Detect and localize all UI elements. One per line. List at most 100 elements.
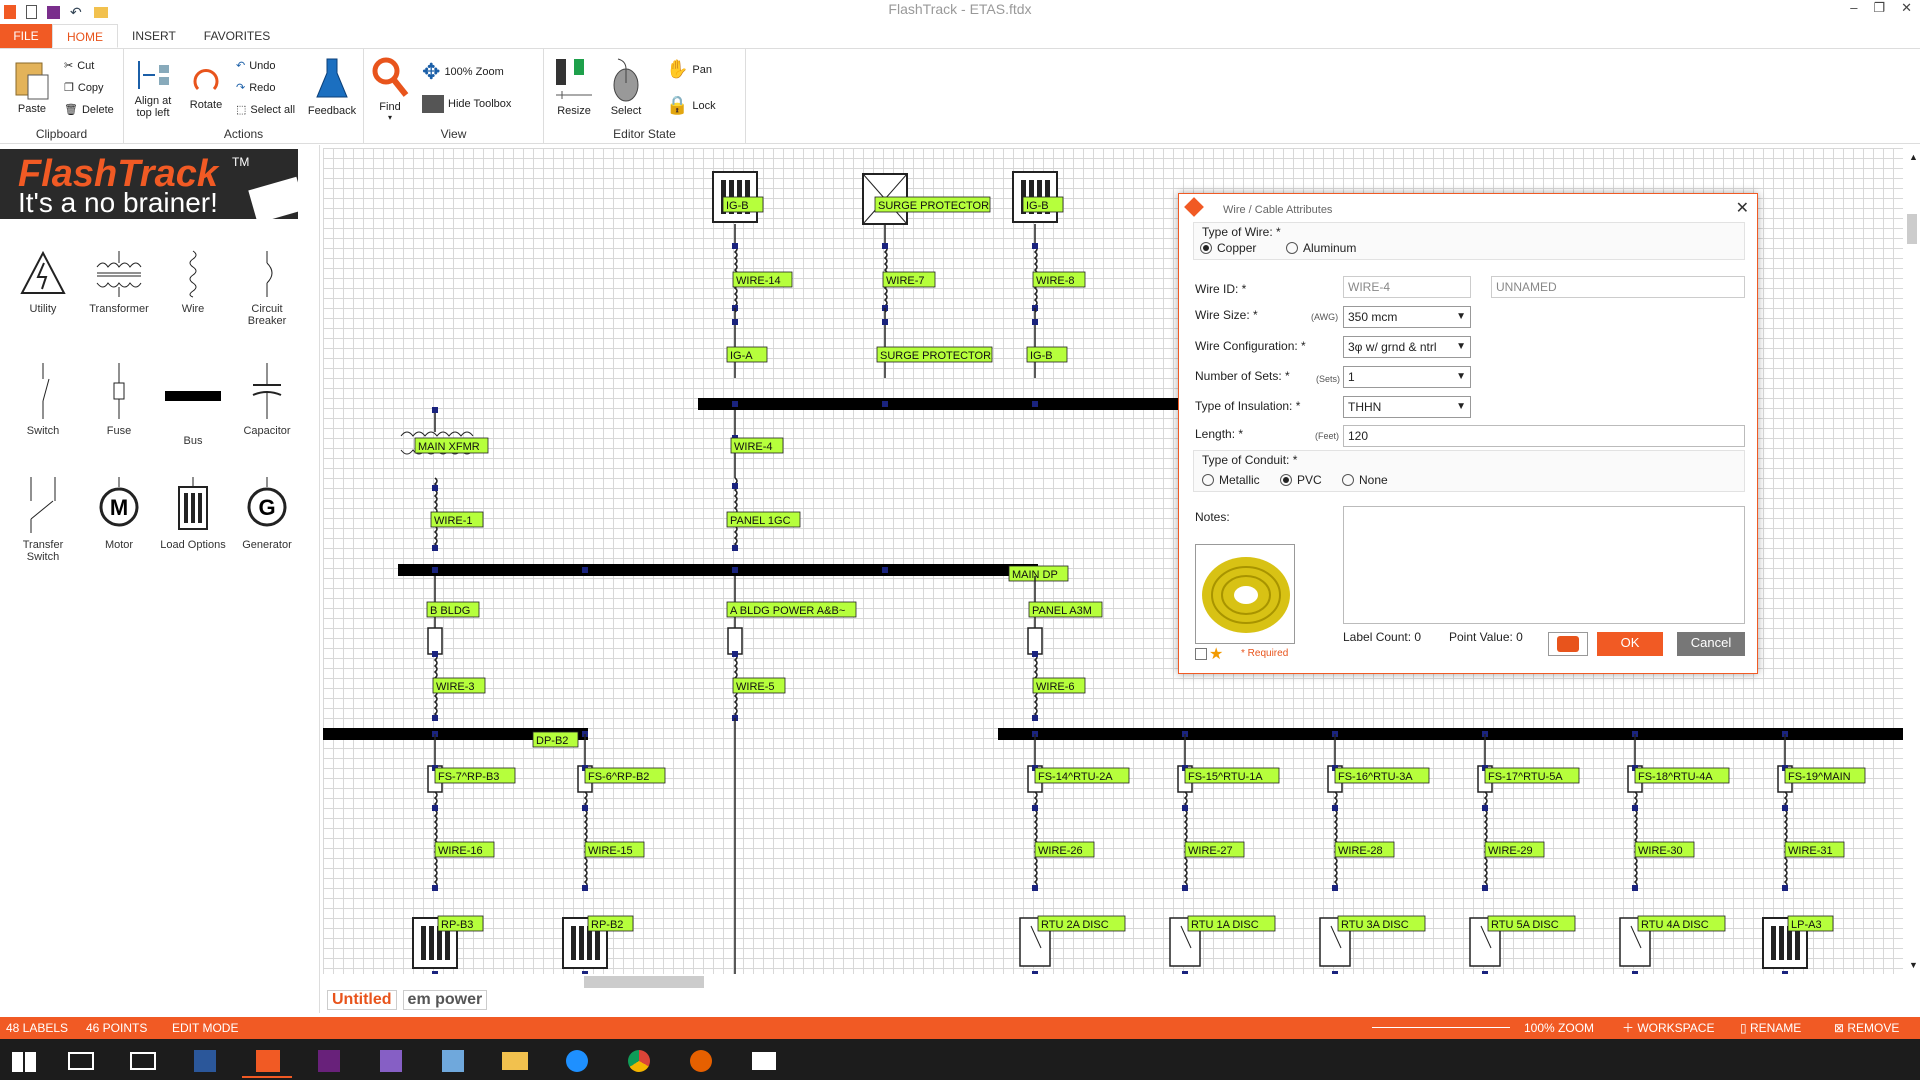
node-point[interactable] — [1032, 319, 1038, 325]
label-text[interactable]: FS-6^RP-B2 — [588, 771, 649, 783]
sets-select[interactable]: 1▼ — [1343, 366, 1471, 388]
label-text[interactable]: IG-B — [1030, 350, 1053, 362]
node-point[interactable] — [582, 971, 588, 974]
wire-name-field[interactable]: UNNAMED — [1491, 276, 1745, 298]
label-box[interactable] — [874, 196, 991, 213]
label-box[interactable] — [1787, 915, 1834, 932]
panel-bar[interactable] — [1771, 926, 1776, 960]
none-radio[interactable]: None — [1342, 473, 1388, 487]
node-point[interactable] — [1482, 971, 1488, 974]
label-text[interactable]: WIRE-15 — [588, 845, 633, 857]
lock-button[interactable]: 🔒Lock — [666, 95, 716, 115]
node-point[interactable] — [432, 567, 438, 573]
rename-button[interactable]: ▯ RENAME — [1740, 1021, 1802, 1035]
ok-button[interactable]: OK — [1597, 632, 1663, 656]
label-box[interactable] — [1484, 767, 1580, 784]
label-box[interactable] — [434, 767, 516, 784]
node-point[interactable] — [432, 885, 438, 891]
label-box[interactable] — [1634, 767, 1730, 784]
label-box[interactable] — [726, 511, 801, 528]
label-box[interactable] — [426, 601, 480, 618]
select-all-button[interactable]: ⬚Select all — [236, 103, 296, 117]
label-text[interactable]: MAIN DP — [1012, 569, 1058, 581]
label-text[interactable]: WIRE-28 — [1338, 845, 1383, 857]
label-box[interactable] — [1334, 767, 1430, 784]
folder-icon[interactable] — [94, 6, 108, 18]
node-point[interactable] — [732, 567, 738, 573]
label-text[interactable]: WIRE-31 — [1788, 845, 1833, 857]
label-box[interactable] — [732, 271, 793, 288]
panel-bar[interactable] — [421, 926, 426, 960]
panel-bar[interactable] — [445, 926, 450, 960]
label-text[interactable]: FS-18^RTU-4A — [1638, 771, 1713, 783]
node-point[interactable] — [882, 567, 888, 573]
bus-bar[interactable] — [998, 728, 1903, 740]
close-window-icon[interactable]: ✕ — [1901, 0, 1912, 15]
label-text[interactable]: MAIN XFMR — [418, 441, 480, 453]
node-point[interactable] — [1632, 885, 1638, 891]
tool-wire[interactable]: Wire — [158, 249, 228, 315]
label-box[interactable] — [1784, 841, 1845, 858]
panel-bar[interactable] — [579, 926, 584, 960]
close-icon[interactable]: ✕ — [1735, 200, 1749, 217]
node-point[interactable] — [1782, 971, 1788, 974]
aluminum-radio[interactable]: Aluminum — [1286, 241, 1356, 255]
label-box[interactable] — [532, 731, 579, 748]
disconnect-blade[interactable] — [1480, 925, 1492, 949]
copper-radio[interactable]: Copper — [1200, 241, 1256, 255]
minimize-icon[interactable]: – — [1850, 0, 1858, 15]
select-mode-button[interactable]: Select — [604, 55, 648, 117]
node-point[interactable] — [1032, 243, 1038, 249]
node-point[interactable] — [1182, 885, 1188, 891]
node-point[interactable] — [882, 401, 888, 407]
label-box[interactable] — [732, 677, 786, 694]
label-box[interactable] — [414, 437, 489, 454]
tool-bus[interactable]: Bus — [158, 361, 228, 447]
label-box[interactable] — [1026, 346, 1068, 363]
label-box[interactable] — [432, 677, 486, 694]
label-text[interactable]: FS-14^RTU-2A — [1038, 771, 1113, 783]
label-box[interactable] — [1028, 601, 1103, 618]
wire-id-field[interactable]: WIRE-4 — [1343, 276, 1471, 298]
disconnect-blade[interactable] — [1180, 925, 1192, 949]
node-point[interactable] — [582, 885, 588, 891]
label-box[interactable] — [730, 437, 784, 454]
notes-field[interactable] — [1343, 506, 1745, 624]
transformer-coil[interactable] — [400, 431, 474, 437]
ie-app[interactable] — [552, 1042, 602, 1078]
wire-image[interactable] — [1195, 544, 1295, 644]
label-text[interactable]: WIRE-8 — [1036, 275, 1075, 287]
node-point[interactable] — [582, 567, 588, 573]
bus-bar[interactable] — [398, 564, 1038, 576]
metallic-radio[interactable]: Metallic — [1202, 473, 1260, 487]
tool-utility[interactable]: Utility — [8, 249, 78, 315]
label-text[interactable]: LP-A3 — [1791, 919, 1822, 931]
label-text[interactable]: WIRE-5 — [736, 681, 775, 693]
node-point[interactable] — [1782, 885, 1788, 891]
node-point[interactable] — [732, 401, 738, 407]
fuse-symbol[interactable] — [1027, 627, 1043, 655]
label-box[interactable] — [430, 511, 484, 528]
copy-button[interactable]: ❐Copy — [64, 81, 104, 95]
node-point[interactable] — [1332, 805, 1338, 811]
node-point[interactable] — [732, 651, 738, 657]
rotate-button[interactable]: Rotate — [184, 63, 228, 111]
label-text[interactable]: A BLDG POWER A&B~ — [730, 605, 845, 617]
paste-button[interactable]: Paste — [8, 57, 56, 115]
bus-bar[interactable] — [323, 728, 588, 740]
label-text[interactable]: RP-B2 — [591, 919, 623, 931]
node-point[interactable] — [732, 319, 738, 325]
label-text[interactable]: WIRE-7 — [886, 275, 925, 287]
label-text[interactable]: RTU 5A DISC — [1491, 919, 1559, 931]
undo-icon[interactable]: ↶ — [70, 4, 82, 20]
tool-motor[interactable]: M Motor — [84, 475, 154, 551]
start-button[interactable] — [0, 1042, 50, 1078]
tool-circuit-breaker[interactable]: Circuit Breaker — [232, 249, 302, 327]
undo-button[interactable]: ↶Undo — [236, 59, 276, 73]
label-box[interactable] — [434, 841, 495, 858]
horizontal-scrollbar[interactable] — [323, 974, 1904, 988]
label-text[interactable]: WIRE-30 — [1638, 845, 1683, 857]
node-point[interactable] — [432, 545, 438, 551]
disconnect-blade[interactable] — [1630, 925, 1642, 949]
label-box[interactable] — [1484, 841, 1545, 858]
